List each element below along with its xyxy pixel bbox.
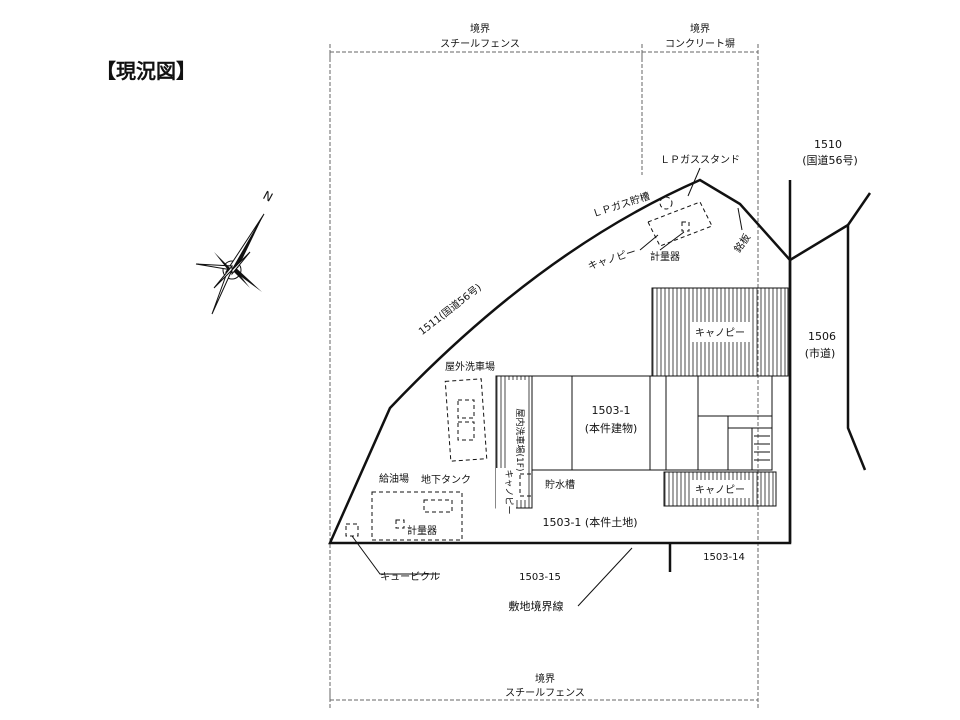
road-branch [846,192,872,226]
nameplate-label: 銘板 [731,231,753,255]
lot-1503-15-label: 1503-15 [519,572,561,583]
building-room [697,375,773,417]
building-room [697,415,729,471]
outdoor-wash-unit [457,421,475,441]
leader-line [659,231,685,251]
canopy-vertical-bg [496,468,516,514]
canopy-label-bg [690,322,750,342]
underground-tank-symbol [423,499,453,513]
lot-1510-road-label: (国道56号) [802,153,858,167]
fence-top-label-2b: コンクリート塀 [665,38,735,50]
building-name-label: (本件建物) [585,421,638,435]
lp-tank-symbol [659,196,673,210]
cubicle-label: キュービクル [380,571,440,583]
building-outline [531,375,773,471]
leader-line [577,547,633,607]
north-label: N [261,188,276,205]
land-label: 1503-1 (本件土地) [542,515,637,529]
canopy-label-bg [690,480,750,498]
cubicle-symbol [345,523,359,537]
lot-1506-road-label: (市道) [805,346,836,360]
lp-stand-label: ＬＰガススタンド [660,154,740,166]
road-1511-label: 1511(国道56号) [416,281,484,338]
fence-top-label-1: 境界 [470,22,490,35]
outdoor-wash-area [444,378,488,462]
compass-rose-icon [195,213,265,315]
water-tank-symbol [519,473,533,497]
outdoor-wash-unit [457,399,475,419]
fence-top-label-2: 境界 [690,22,710,35]
lot-1510-label: 1510 [814,138,842,151]
fence-bottom-label-1b: スチールフェンス [505,687,585,699]
fuel-area-outline [371,491,463,541]
boundary-line-label: 敷地境界線 [509,599,564,613]
leader-line [351,535,440,575]
underground-tank-label: 地下タンク [421,473,471,486]
lp-tank-label: ＬＰガス貯槽 [590,189,651,220]
lot-1503-14-label: 1503-14 [703,552,745,563]
lp-canopy-label: キャノピー [586,246,637,273]
building-room [727,427,753,471]
leader-line [687,167,701,197]
lp-canopy-outline [647,201,713,247]
fence-top-label-1b: スチールフェンス [440,38,520,50]
site-boundary [328,178,792,545]
page-title: 【現況図】 [96,59,196,83]
fuel-area-label: 給油場 [379,472,409,485]
road-edge-east [789,222,867,471]
lot-1506-label: 1506 [808,330,836,343]
fence-bottom-label-1: 境界 [535,672,555,685]
meter-symbol-2 [395,519,405,529]
canopy-vertical-label: キャノピー [503,469,514,514]
water-tank-label: 貯水槽 [545,478,575,491]
building-stair [751,427,773,471]
indoor-wash-label: 屋内洗車場(1F) [514,409,526,472]
leader-line [639,234,659,251]
meter-symbol-1 [681,221,690,232]
leader-line [737,207,743,231]
canopy-main-label: キャノピー [695,327,745,339]
outdoor-wash-label: 屋外洗車場 [445,360,495,373]
meter-label-2: 計量器 [407,524,437,537]
canopy-bottom-label: キャノピー [695,484,745,496]
meter-label-1: 計量器 [650,250,680,263]
building-id-label: 1503-1 [592,404,631,417]
